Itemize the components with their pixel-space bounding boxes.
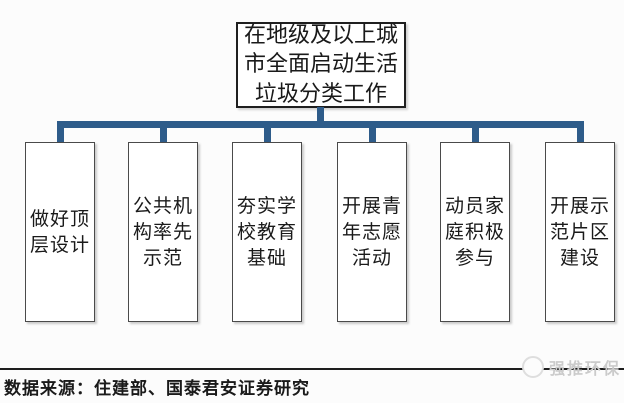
branch-box-4: 开展青年志愿活动 [337,142,407,322]
connector-stub [56,128,64,142]
root-connector-stub [317,107,324,122]
root-label: 在地级及以上城市全面启动生活垃圾分类工作 [243,23,398,107]
branch-label-2: 公共机构率先示范 [132,194,193,270]
branch-node-1: 做好顶层设计 [25,128,95,322]
branch-label-6: 开展示范片区建设 [549,194,610,270]
branch-node-5: 动员家庭积极参与 [440,128,510,322]
branch-label-3: 夯实学校教育基础 [236,194,297,270]
branch-node-3: 夯实学校教育基础 [232,128,302,322]
branch-box-1: 做好顶层设计 [25,142,95,322]
branch-label-4: 开展青年志愿活动 [341,194,402,270]
footer-divider [0,368,624,370]
branch-label-1: 做好顶层设计 [29,207,90,256]
branch-box-6: 开展示范片区建设 [545,142,615,322]
connector-stub [368,128,376,142]
watermark-logo-icon [521,356,544,378]
watermark-label: 强推环保 [548,359,621,378]
branch-node-6: 开展示范片区建设 [545,128,615,322]
watermark: 强推环保 [521,353,621,381]
connector-stub [576,128,584,142]
branch-box-3: 夯实学校教育基础 [232,142,302,322]
connector-stub [471,128,479,142]
branch-node-2: 公共机构率先示范 [128,128,198,322]
branch-label-5: 动员家庭积极参与 [444,194,505,270]
branch-node-4: 开展青年志愿活动 [337,128,407,322]
connector-stub [159,128,167,142]
connector-horizontal-bar [57,121,584,128]
connector-stub [263,128,271,142]
branch-box-5: 动员家庭积极参与 [440,142,510,322]
branch-box-2: 公共机构率先示范 [128,142,198,322]
source-caption: 数据来源：住建部、国泰君安证券研究 [4,379,310,399]
root-box: 在地级及以上城市全面启动生活垃圾分类工作 [236,22,406,108]
